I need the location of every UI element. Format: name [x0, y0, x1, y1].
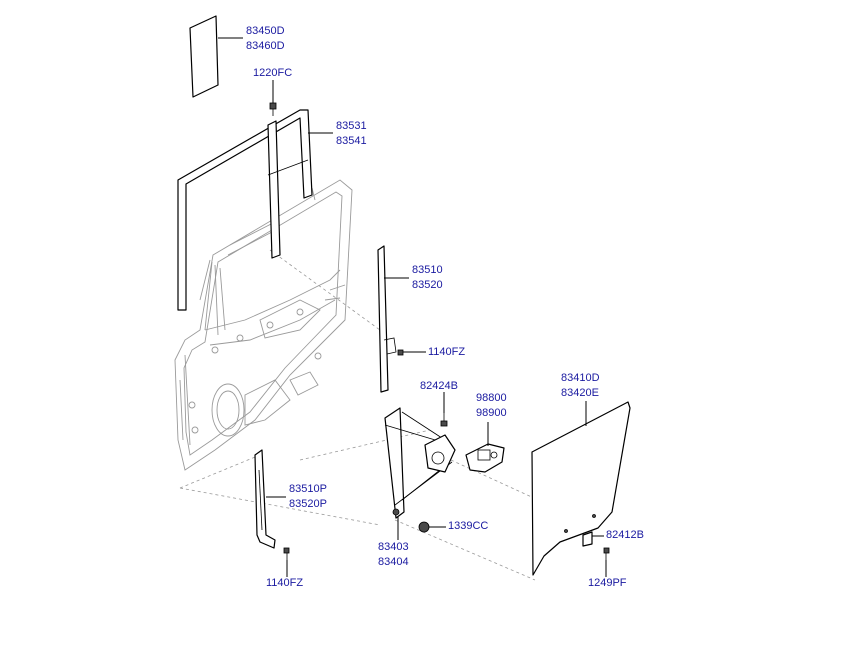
label-grommet[interactable]: 1339CC — [448, 519, 488, 534]
run-channel-weatherstrip — [177, 109, 313, 311]
part-number: 83520P — [289, 498, 327, 510]
part-number: 1140FZ — [428, 346, 466, 358]
door-inner-panel — [174, 179, 353, 471]
part-number: 98800 — [476, 392, 507, 404]
bottom-screw — [283, 547, 290, 560]
part-number: 83450D — [246, 25, 285, 37]
regulator-bolt — [440, 413, 448, 427]
part-number: 83420E — [561, 387, 599, 399]
part-number: 83531 — [336, 120, 367, 132]
label-regulator[interactable]: 83403 83404 — [378, 540, 409, 570]
part-number: 83410D — [561, 372, 600, 384]
label-motor[interactable]: 98800 98900 — [476, 391, 507, 421]
part-number: 98900 — [476, 407, 507, 419]
glass-clip — [582, 531, 593, 547]
door-glass — [531, 401, 631, 576]
label-fixed-glass[interactable]: 83450D 83460D — [246, 24, 285, 54]
label-bottom-screw[interactable]: 1140FZ — [266, 576, 303, 591]
part-number: 1249PF — [588, 577, 627, 589]
label-glass-screw[interactable]: 1249PF — [588, 576, 627, 591]
part-number: 83510P — [289, 483, 327, 495]
label-glass-clip[interactable]: 82412B — [606, 528, 644, 543]
label-door-glass[interactable]: 83410D 83420E — [561, 371, 600, 401]
part-number: 83403 — [378, 541, 409, 553]
label-front-channel[interactable]: 83510 83520 — [412, 263, 443, 293]
label-rear-channel[interactable]: 83510P 83520P — [289, 482, 327, 512]
part-number: 83404 — [378, 556, 409, 568]
label-regulator-bolt[interactable]: 82424B — [420, 379, 458, 394]
fixed-quarter-glass — [189, 15, 219, 98]
label-mid-screw[interactable]: 1140FZ — [428, 345, 465, 360]
grommet — [418, 521, 430, 533]
window-motor — [465, 443, 505, 473]
part-number: 82424B — [420, 380, 458, 392]
rear-glass-channel — [254, 449, 276, 549]
part-number: 83510 — [412, 264, 443, 276]
part-number: 1220FC — [253, 67, 293, 79]
front-glass-channel — [377, 245, 397, 393]
part-number: 83541 — [336, 135, 367, 147]
glass-screw — [603, 547, 610, 560]
label-run-channel[interactable]: 83531 83541 — [336, 119, 367, 149]
part-number: 1339CC — [448, 520, 489, 532]
part-number: 83520 — [412, 279, 443, 291]
leader-lines — [218, 37, 607, 577]
top-screw — [269, 102, 277, 116]
part-number: 1140FZ — [266, 577, 304, 589]
part-number: 83460D — [246, 40, 285, 52]
window-regulator — [384, 407, 456, 519]
label-top-screw[interactable]: 1220FC — [253, 66, 292, 81]
part-number: 82412B — [606, 529, 644, 541]
